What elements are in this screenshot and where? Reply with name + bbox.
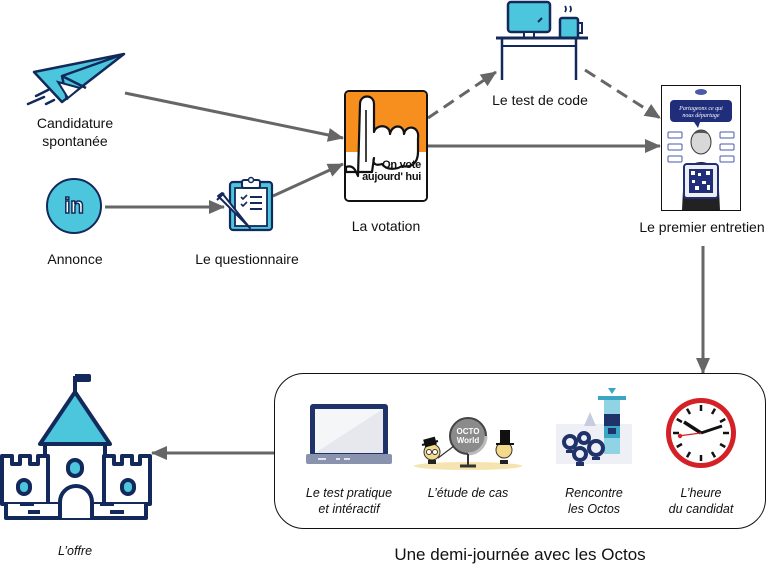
clock-tick — [685, 451, 692, 458]
group-item-2-label: L’étude de cas — [412, 485, 524, 501]
premier-entretien-label: Le premier entretien — [639, 219, 765, 235]
desk-computer-icon — [496, 0, 588, 80]
group-item-1-label: Le test pratique et intéractif — [294, 485, 404, 517]
vote-sign-text: On vote aujourd' hui — [362, 159, 421, 183]
clock-tick — [676, 417, 683, 424]
group-item-3-label: Rencontre les Octos — [546, 485, 642, 517]
group-label: Une demi-journée avec les Octos — [394, 545, 646, 564]
octo-world-globe-icon: OCTO World — [414, 417, 522, 470]
half-day-group — [274, 373, 766, 529]
annonce-label: Annonce — [47, 251, 103, 267]
offre-label: L’offre — [57, 544, 93, 558]
group-item-2-line1: L’étude de cas — [427, 486, 509, 500]
group-item-1-line1: Le test pratique — [305, 486, 393, 500]
clock-tick — [710, 451, 717, 458]
clock-tick — [719, 442, 726, 449]
vote-hand-icon: On vote aujourd' hui — [344, 90, 428, 202]
totem-octos-icon — [556, 388, 632, 466]
vote-hand-drawing — [346, 92, 426, 200]
clipboard-checklist-icon — [216, 176, 274, 232]
candidature-label-line1: Candidature — [36, 115, 114, 131]
clock-tick — [719, 417, 726, 424]
candidature-label-line2: spontanée — [42, 133, 108, 149]
candidature-label: Candidature spontanée — [20, 114, 130, 150]
vote-sign-line1: On vote — [382, 159, 421, 171]
edge-candidature-votation — [124, 91, 344, 142]
clock-tick — [710, 408, 717, 415]
group-item-3-line2: les Octos — [567, 502, 621, 516]
vote-sign-line2: aujourd' hui — [362, 171, 421, 183]
poster-text-line2: nous départage — [682, 113, 720, 119]
clock-tick — [685, 408, 692, 415]
clock-icon — [666, 398, 736, 468]
poster-icon: Partageons ce qui nous départage — [661, 85, 741, 211]
linkedin-icon: in — [46, 178, 102, 234]
questionnaire-label: Le questionnaire — [195, 251, 299, 267]
clock-tick — [676, 442, 683, 449]
group-item-4-line2: du candidat — [668, 502, 734, 516]
globe-text-line2: World — [457, 436, 480, 445]
linkedin-icon-text: in — [63, 192, 84, 219]
poster-text-line1: Partageons ce qui — [678, 106, 723, 112]
edge-testcode-entretien — [584, 68, 661, 120]
poster-drawing: Partageons ce qui nous départage — [667, 89, 735, 210]
votation-label: La votation — [351, 218, 421, 234]
group-item-3-line1: Rencontre — [565, 486, 623, 500]
globe-text-line1: OCTO — [457, 427, 480, 436]
edge-votation-testcode — [427, 70, 497, 120]
laptop-icon — [306, 404, 392, 464]
paper-plane-icon — [26, 52, 126, 106]
group-item-4-line1: L’heure — [680, 486, 722, 500]
test-code-label: Le test de code — [492, 92, 588, 108]
castle-icon — [0, 374, 152, 520]
group-item-4-label: L’heure du candidat — [646, 485, 756, 517]
group-item-1-line2: et intéractif — [318, 502, 380, 516]
edge-questionnaire-votation — [272, 162, 344, 198]
